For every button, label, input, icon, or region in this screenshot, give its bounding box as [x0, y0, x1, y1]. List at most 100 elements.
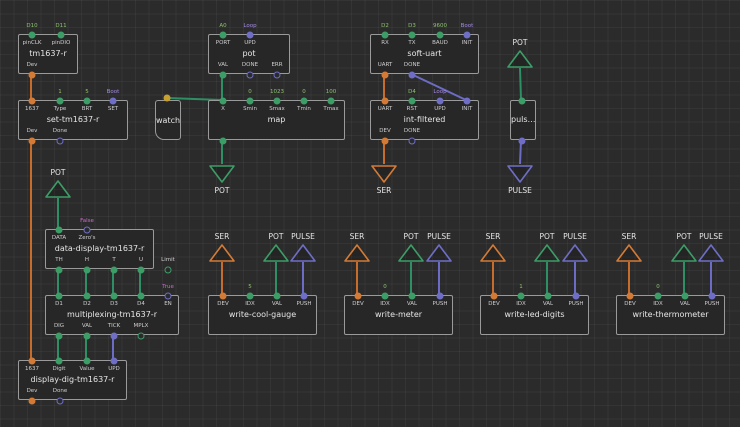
output-pin-dev[interactable]: [28, 397, 36, 405]
input-pin-uart[interactable]: [381, 97, 389, 105]
input-pin-x[interactable]: [219, 97, 227, 105]
input-pin-dev[interactable]: [490, 292, 498, 300]
output-pin-dig[interactable]: [55, 332, 63, 340]
terminal-input-triangle[interactable]: [397, 243, 425, 263]
input-pin-push[interactable]: [572, 292, 580, 300]
input-pin-value[interactable]: [83, 357, 91, 365]
input-pin-en[interactable]: [164, 292, 172, 300]
terminal-input-triangle[interactable]: [425, 243, 453, 263]
terminal-input-triangle[interactable]: [506, 49, 534, 69]
input-pin-set[interactable]: [109, 97, 117, 105]
input-pin-d3[interactable]: [110, 292, 118, 300]
input-pin-idx[interactable]: [517, 292, 525, 300]
input-pin-type[interactable]: [56, 97, 64, 105]
input-pin-push[interactable]: [300, 292, 308, 300]
input-pin-d4[interactable]: [137, 292, 145, 300]
input-pin-smin[interactable]: [246, 97, 254, 105]
input-pin-tx[interactable]: [408, 31, 416, 39]
input-pin-init[interactable]: [463, 97, 471, 105]
input-pin-digit[interactable]: [55, 357, 63, 365]
input-pin-baud[interactable]: [436, 31, 444, 39]
output-pin-done[interactable]: [246, 71, 254, 79]
terminal-input-triangle[interactable]: [479, 243, 507, 263]
terminal-input-triangle[interactable]: [208, 243, 236, 263]
input-pin-val[interactable]: [544, 292, 552, 300]
input-pin-tmax[interactable]: [327, 97, 335, 105]
input-pin-brt[interactable]: [83, 97, 91, 105]
input-pin-tmin[interactable]: [300, 97, 308, 105]
output-pin-uart[interactable]: [381, 71, 389, 79]
input-pin-smax[interactable]: [273, 97, 281, 105]
terminal-output-triangle[interactable]: [506, 164, 534, 184]
input-pin-pindio[interactable]: [57, 31, 65, 39]
terminal-input-triangle[interactable]: [561, 243, 589, 263]
input-pin-rx[interactable]: [381, 31, 389, 39]
output-pin-out[interactable]: [518, 137, 526, 145]
node-watch[interactable]: watch: [155, 100, 181, 140]
output-pin-dev[interactable]: [28, 71, 36, 79]
output-pin-dev[interactable]: [381, 137, 389, 145]
link-green[interactable]: [519, 67, 522, 101]
terminal-input-triangle[interactable]: [697, 243, 725, 263]
input-pin-pinclk[interactable]: [28, 31, 36, 39]
input-pin-in[interactable]: [518, 97, 526, 105]
input-pin-dev[interactable]: [626, 292, 634, 300]
input-pin-upd[interactable]: [110, 357, 118, 365]
input-pin-data[interactable]: [55, 226, 63, 234]
input-pin-1637[interactable]: [28, 97, 36, 105]
input-pin-port[interactable]: [219, 31, 227, 39]
output-pin-val[interactable]: [83, 332, 91, 340]
terminal-input-triangle[interactable]: [343, 243, 371, 263]
terminal-input-triangle[interactable]: [44, 179, 72, 199]
input-pin-zeros[interactable]: [83, 226, 91, 234]
input-pin-dev[interactable]: [219, 292, 227, 300]
input-pin-push[interactable]: [708, 292, 716, 300]
terminal-input-triangle[interactable]: [615, 243, 643, 263]
output-pin-h[interactable]: [83, 266, 91, 274]
output-pin-done[interactable]: [408, 137, 416, 145]
output-pin-dev[interactable]: [28, 137, 36, 145]
terminal-input-triangle[interactable]: [289, 243, 317, 263]
input-pin-upd[interactable]: [246, 31, 254, 39]
input-pin-idx[interactable]: [381, 292, 389, 300]
input-pin-rst[interactable]: [408, 97, 416, 105]
output-pin-t[interactable]: [110, 266, 118, 274]
input-pin-d1[interactable]: [55, 292, 63, 300]
watch-input-pin[interactable]: [163, 94, 171, 102]
output-pin-done[interactable]: [408, 71, 416, 79]
terminal-input-triangle[interactable]: [533, 243, 561, 263]
input-pin-1637[interactable]: [28, 357, 36, 365]
output-pin-done[interactable]: [56, 137, 64, 145]
input-pin-dev[interactable]: [354, 292, 362, 300]
input-pin-upd[interactable]: [436, 97, 444, 105]
output-pin-tick[interactable]: [110, 332, 118, 340]
input-pin-init[interactable]: [463, 31, 471, 39]
input-pin-idx[interactable]: [654, 292, 662, 300]
terminal-input-triangle[interactable]: [262, 243, 290, 263]
output-pin-th[interactable]: [55, 266, 63, 274]
output-pin-mplx[interactable]: [137, 332, 145, 340]
input-pin-val[interactable]: [273, 292, 281, 300]
output-pin-limit[interactable]: [164, 266, 172, 274]
output-pin-out[interactable]: [219, 137, 227, 145]
input-pin-idx[interactable]: [246, 292, 254, 300]
input-pin-push[interactable]: [436, 292, 444, 300]
input-pin-d2[interactable]: [83, 292, 91, 300]
input-pin-val[interactable]: [408, 292, 416, 300]
terminal-output-triangle[interactable]: [208, 164, 236, 184]
terminal-output-triangle[interactable]: [370, 164, 398, 184]
output-pin-val[interactable]: [219, 71, 227, 79]
link-purple[interactable]: [410, 73, 467, 101]
